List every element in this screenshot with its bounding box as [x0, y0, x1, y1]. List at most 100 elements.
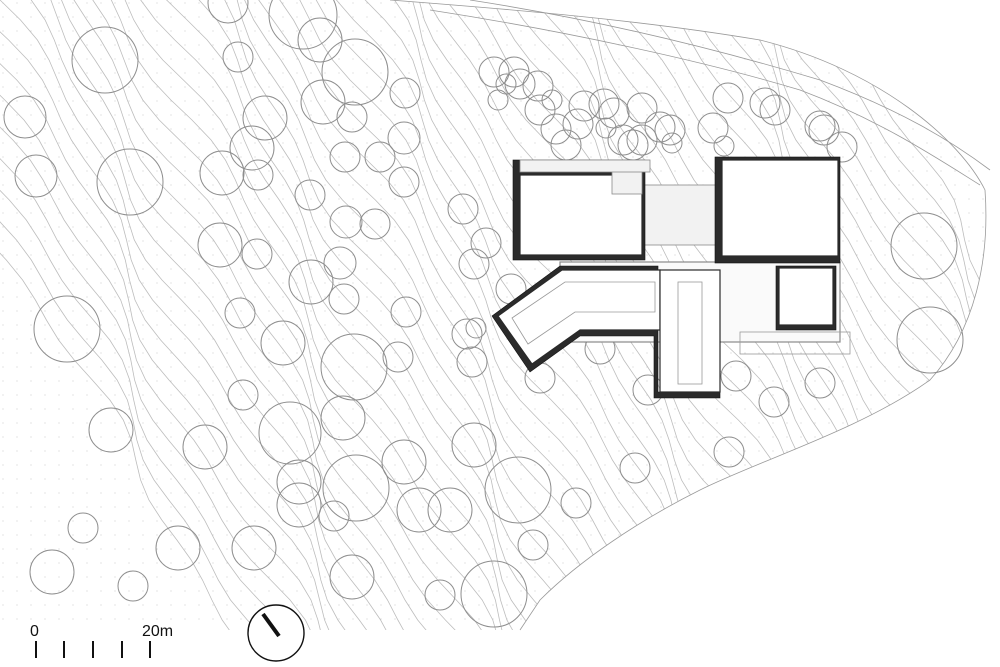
tree-canopy — [300, 79, 346, 125]
tree-canopy — [424, 579, 456, 611]
contour-line — [0, 0, 368, 630]
tree-canopy — [465, 317, 487, 339]
tree-canopy — [713, 135, 735, 157]
contour-line — [735, 0, 986, 630]
tree-canopy — [96, 148, 164, 216]
tree-canopy — [826, 131, 858, 163]
contour-line — [64, 0, 498, 630]
south-block-roof — [659, 269, 721, 393]
contour-line — [209, 0, 622, 630]
tree-canopy — [588, 88, 620, 120]
tree-canopy — [470, 227, 502, 259]
contour-line — [129, 0, 558, 630]
tree-canopy — [14, 154, 58, 198]
tree-canopy — [329, 205, 363, 239]
tree-canopy — [3, 95, 47, 139]
tree-canopy — [804, 110, 836, 142]
tree-canopy — [560, 487, 592, 519]
tree-canopy — [626, 124, 658, 156]
tree-canopy — [390, 296, 422, 328]
tree-canopy — [242, 95, 288, 141]
trees — [3, 0, 964, 628]
tree-canopy — [268, 0, 338, 50]
contour-line — [238, 0, 671, 630]
tree-canopy — [759, 94, 791, 126]
tree-canopy — [568, 90, 600, 122]
tree-canopy — [222, 41, 254, 73]
tree-canopy — [451, 318, 483, 350]
contour-line — [0, 0, 346, 630]
contour-line — [230, 0, 650, 630]
access-road-edge — [469, 0, 991, 171]
tree-canopy — [697, 112, 729, 144]
tree-canopy — [242, 159, 274, 191]
contour-line — [78, 0, 504, 630]
tree-canopy — [661, 132, 683, 154]
tree-canopy — [231, 525, 277, 571]
tree-canopy — [88, 407, 134, 453]
scale-start-label: 0 — [30, 623, 39, 640]
contour-line — [0, 0, 322, 630]
tree-canopy — [427, 487, 473, 533]
tree-canopy — [276, 459, 322, 505]
tree-canopy — [522, 70, 554, 102]
contour-line — [0, 0, 256, 630]
nw-pavilion-stair — [611, 169, 643, 195]
tree-canopy — [29, 549, 75, 595]
tree-canopy — [644, 111, 676, 143]
tree-canopy — [458, 248, 490, 280]
tree-canopy — [487, 89, 509, 111]
tree-canopy — [276, 482, 322, 528]
tree-canopy — [804, 367, 836, 399]
tree-canopy — [71, 26, 139, 94]
east-pavilion-roof — [778, 267, 834, 326]
tree-canopy — [329, 554, 375, 600]
tree-canopy — [297, 17, 343, 63]
tree-canopy — [294, 179, 326, 211]
north-arrow-needle — [261, 612, 281, 638]
north-arrow-icon — [247, 604, 305, 662]
tree-canopy — [329, 141, 361, 173]
tree-canopy — [323, 246, 357, 280]
tree-canopy — [541, 89, 563, 111]
contour-line — [619, 0, 986, 630]
tree-canopy — [389, 77, 421, 109]
contour-line — [0, 0, 311, 630]
contour-line — [0, 0, 386, 630]
contour-line — [712, 0, 986, 630]
tree-canopy — [207, 0, 249, 24]
tree-canopy — [258, 401, 322, 465]
tree-canopy — [321, 38, 389, 106]
courtyard-deck — [639, 184, 721, 246]
tree-canopy — [224, 297, 256, 329]
tree-canopy — [713, 436, 745, 468]
tree-canopy — [288, 259, 334, 305]
tree-canopy — [117, 570, 149, 602]
tree-canopy — [478, 56, 510, 88]
tree-canopy — [155, 525, 201, 571]
tree-canopy — [484, 456, 552, 524]
tree-canopy — [619, 452, 651, 484]
contour-line — [178, 0, 597, 630]
tree-canopy — [182, 424, 228, 470]
contour-line — [757, 0, 986, 630]
tree-canopy — [328, 283, 360, 315]
site-boundary — [389, 0, 987, 631]
tree-canopy — [607, 124, 639, 156]
ne-pavilion-roof — [721, 159, 839, 257]
tree-canopy — [447, 193, 479, 225]
access-road — [429, 9, 981, 186]
tree-canopy — [595, 117, 617, 139]
contour-line — [0, 0, 288, 630]
tree-canopy — [712, 82, 744, 114]
tree-canopy — [320, 395, 366, 441]
tree-canopy — [33, 295, 101, 363]
tree-canopy — [396, 487, 442, 533]
tree-canopy — [460, 560, 528, 628]
contour-line — [115, 0, 534, 630]
scale-bar: 0 20m — [30, 623, 173, 658]
tree-canopy — [318, 500, 350, 532]
tree-canopy — [626, 92, 658, 124]
tree-canopy — [808, 114, 840, 146]
scale-end-label: 20m — [142, 623, 173, 640]
